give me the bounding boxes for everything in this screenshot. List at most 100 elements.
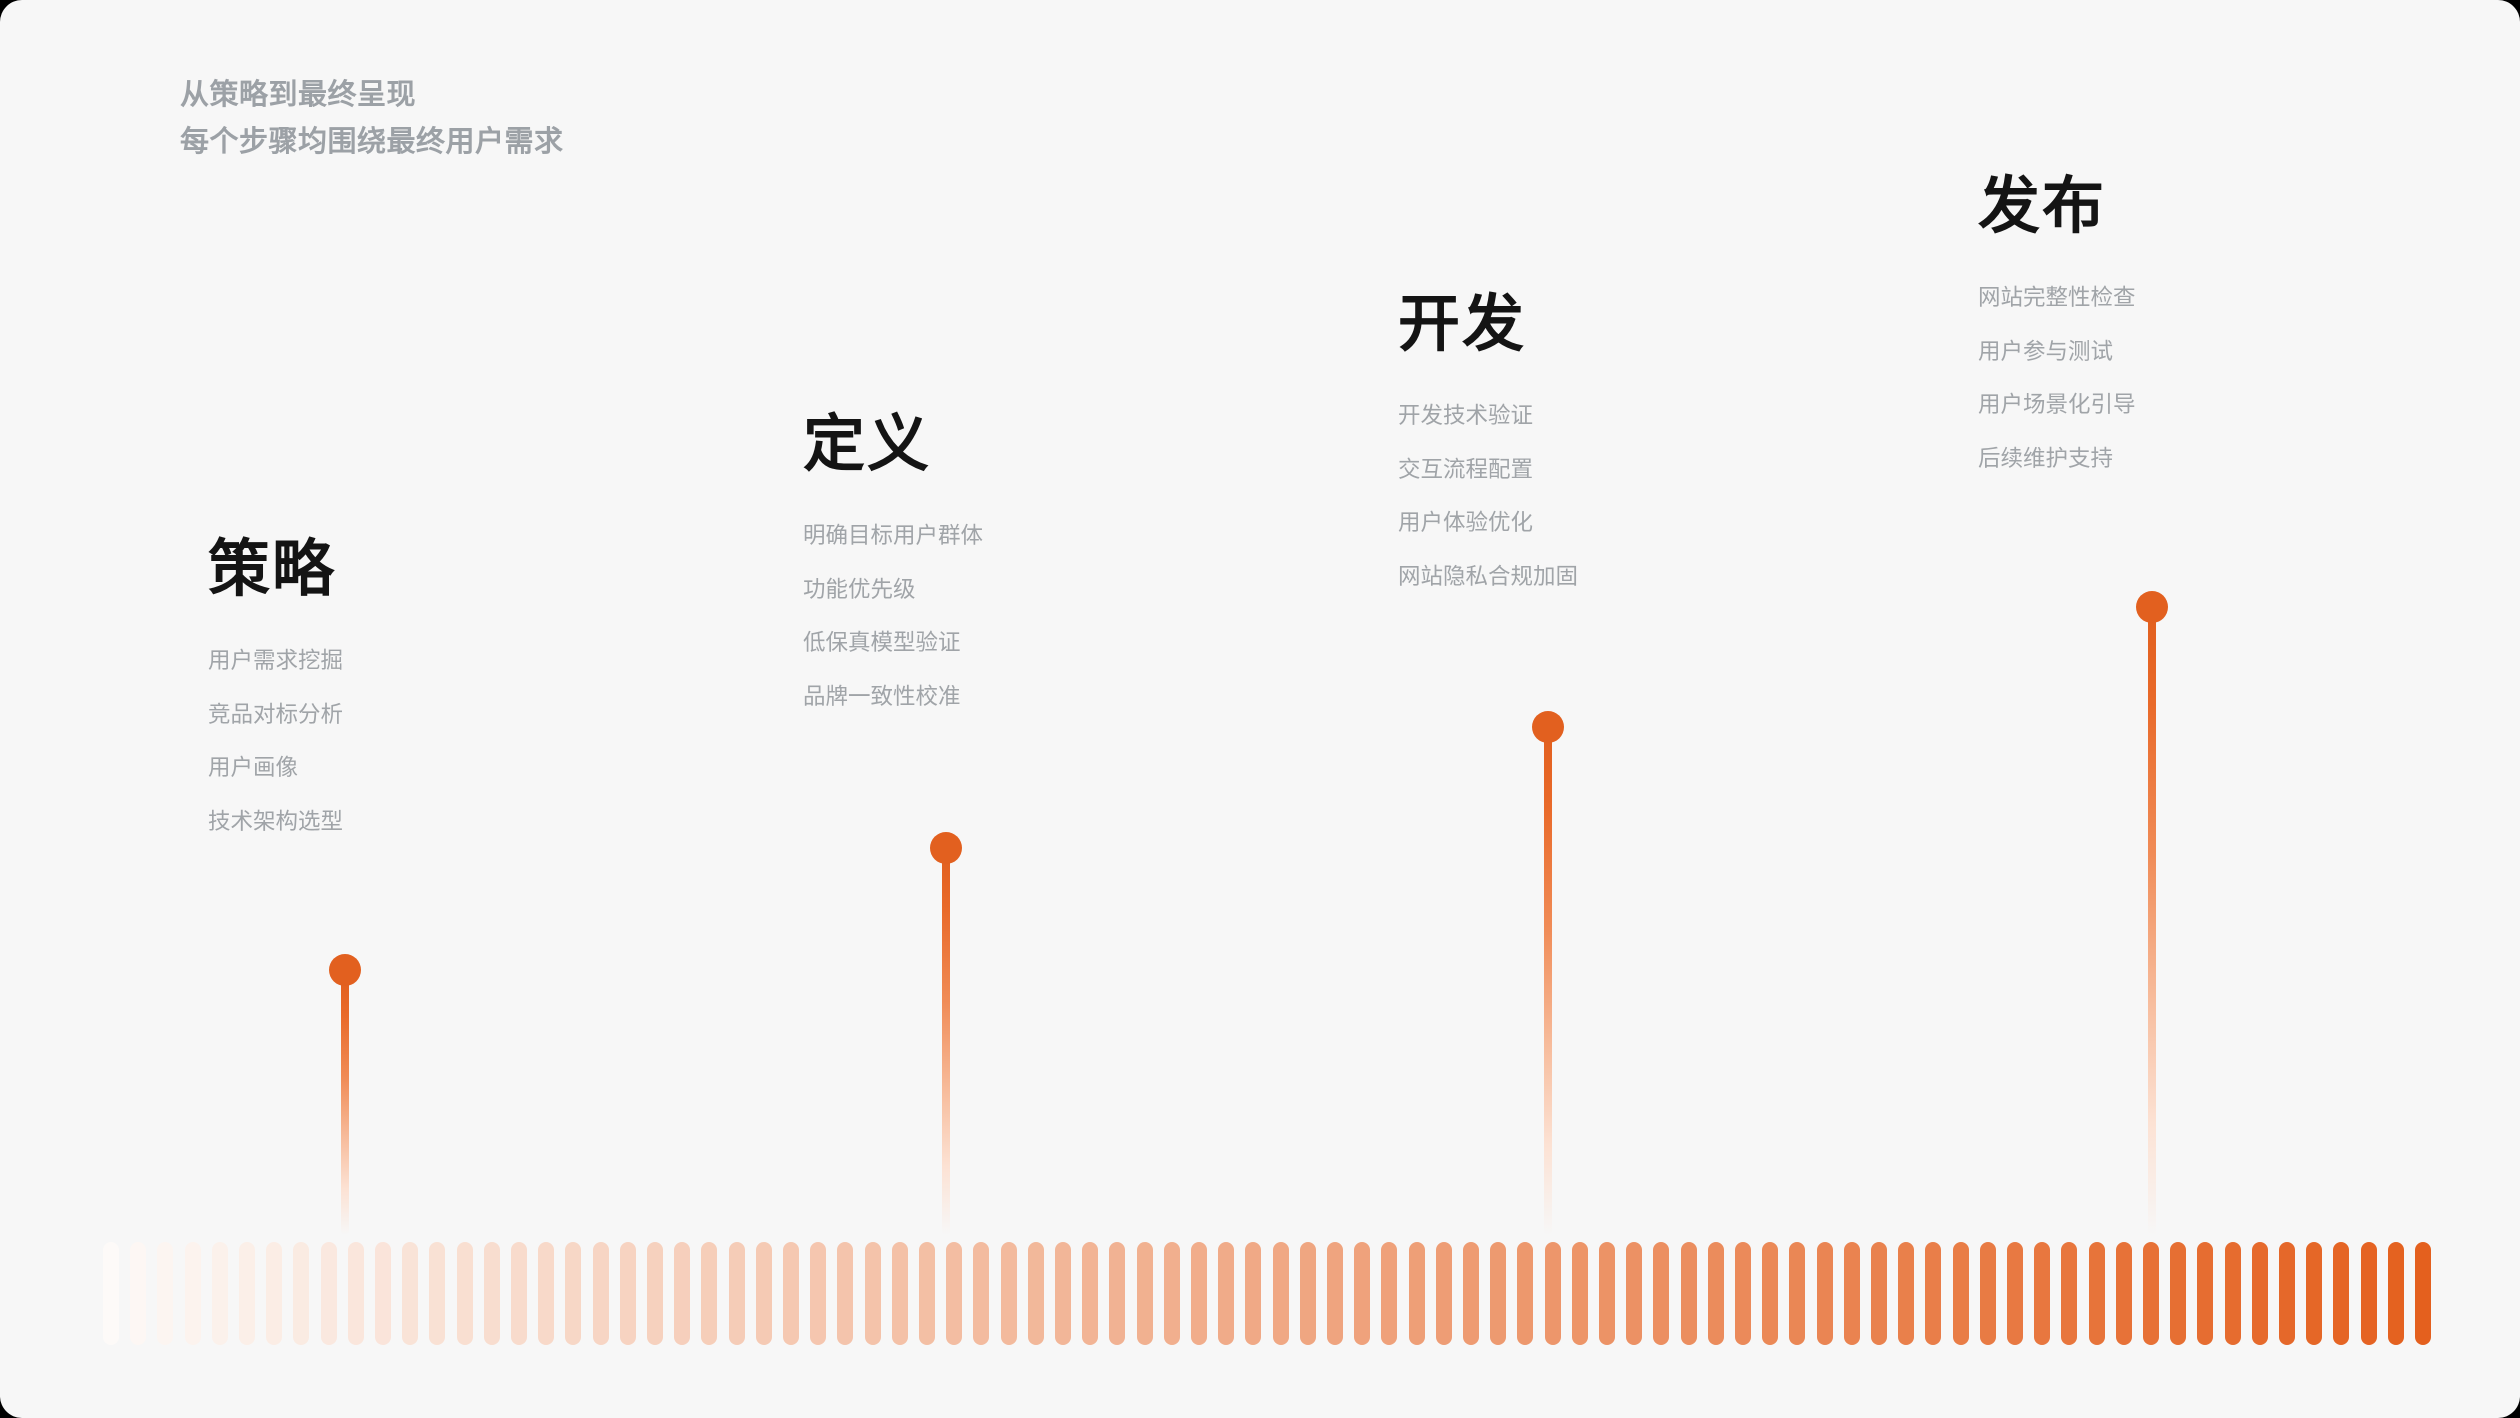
progress-bar-tick	[511, 1242, 527, 1345]
header-line-1: 从策略到最终呈现	[180, 79, 417, 111]
stage-item-list-3: 开发技术验证交互流程配置用户体验优化网站隐私合规加固	[1398, 389, 1578, 603]
progress-bar-tick	[1517, 1242, 1534, 1345]
progress-bar-tick	[1000, 1242, 1017, 1345]
progress-bar-tick	[1626, 1242, 1643, 1345]
progress-bar-tick	[1163, 1242, 1180, 1345]
stage-item: 网站完整性检查	[1978, 285, 2136, 311]
progress-bar-tick	[1272, 1242, 1289, 1345]
stage-block-1: 策略用户需求挖掘竞品对标分析用户画像技术架构选型	[208, 535, 343, 848]
progress-bar-tick	[755, 1242, 772, 1345]
progress-bar-tick	[2279, 1242, 2295, 1345]
stage-block-4: 发布网站完整性检查用户参与测试用户场景化引导后续维护支持	[1978, 172, 2136, 485]
progress-bar-tick	[1871, 1242, 1887, 1345]
progress-bar-tick	[1544, 1242, 1561, 1345]
milestone-stem	[341, 980, 349, 1235]
progress-bar-tick	[1571, 1242, 1588, 1345]
header: 从策略到最终呈现 每个步骤均围绕最终用户需求	[180, 72, 564, 166]
progress-bar-tick	[1925, 1242, 1942, 1345]
progress-bar-tick	[973, 1242, 990, 1345]
progress-bar-tick	[347, 1242, 364, 1345]
header-line-2: 每个步骤均围绕最终用户需求	[180, 125, 564, 158]
milestone-stem	[942, 858, 950, 1235]
progress-bar-tick	[783, 1242, 799, 1345]
stage-item: 功能优先级	[803, 576, 916, 602]
stage-title-4: 发布	[1978, 172, 2107, 241]
progress-bar-tick	[2061, 1242, 2078, 1345]
progress-bar-tick	[2333, 1242, 2350, 1345]
stage-item: 竞品对标分析	[208, 701, 344, 727]
stage-item-list-4: 网站完整性检查用户参与测试用户场景化引导后续维护支持	[1978, 271, 2136, 485]
progress-bar-tick	[2115, 1242, 2132, 1345]
progress-bar-tick	[946, 1242, 963, 1345]
stage-item: 用户需求挖掘	[208, 648, 344, 674]
progress-bar-tick	[1245, 1242, 1262, 1345]
stage-block-2: 定义明确目标用户群体功能优先级低保真模型验证品牌一致性校准	[803, 410, 983, 723]
progress-bar-tick	[1381, 1242, 1398, 1345]
progress-bar-tick	[837, 1242, 854, 1345]
progress-bar-tick	[211, 1242, 228, 1345]
stage-item: 品牌一致性校准	[803, 683, 961, 709]
progress-bar-tick	[2088, 1242, 2105, 1345]
stage-title-2: 定义	[803, 410, 932, 479]
progress-bar-tick	[239, 1242, 255, 1345]
progress-bar-tick	[184, 1242, 201, 1345]
progress-bar-tick	[810, 1242, 827, 1345]
progress-bar-tick	[1055, 1242, 1071, 1345]
stage-item: 网站隐私合规加固	[1398, 563, 1579, 589]
progress-bar-tick	[1490, 1242, 1507, 1345]
progress-bar-tick	[1816, 1242, 1833, 1345]
progress-bar-tick	[1599, 1242, 1615, 1345]
progress-bar-tick	[565, 1242, 582, 1345]
progress-bar-tick	[1136, 1242, 1153, 1345]
progress-bar-tick	[1979, 1242, 1996, 1345]
progress-bar-tick	[1735, 1242, 1751, 1345]
progress-bar-tick	[1843, 1242, 1860, 1345]
stage-item: 明确目标用户群体	[803, 523, 984, 549]
progress-bar-tick	[402, 1242, 419, 1345]
stage-block-3: 开发开发技术验证交互流程配置用户体验优化网站隐私合规加固	[1398, 290, 1578, 603]
progress-bar-tick	[701, 1242, 718, 1345]
progress-bar-tick	[728, 1242, 745, 1345]
progress-bar-tick	[103, 1242, 119, 1345]
stage-item: 低保真模型验证	[803, 630, 961, 656]
progress-bar-tick	[1898, 1242, 1915, 1345]
progress-bar-tick	[1653, 1242, 1670, 1345]
progress-bar-tick	[1299, 1242, 1316, 1345]
progress-bar-tick	[2360, 1242, 2377, 1345]
progress-bar-tick	[1789, 1242, 1806, 1345]
progress-bar-tick	[2007, 1242, 2023, 1345]
progress-bar-tick	[1680, 1242, 1697, 1345]
progress-bar-tick	[2034, 1242, 2051, 1345]
progress-bar-tick	[674, 1242, 691, 1345]
milestone-stem	[2148, 617, 2156, 1235]
progress-bar-tick	[456, 1242, 473, 1345]
stage-item: 用户参与测试	[1978, 338, 2114, 364]
stage-item: 用户场景化引导	[1978, 392, 2136, 418]
progress-bar-tick	[592, 1242, 609, 1345]
stage-item: 用户体验优化	[1398, 510, 1534, 536]
progress-bar-tick	[1463, 1242, 1479, 1345]
progress-bar-tick	[2415, 1242, 2431, 1345]
progress-bar-tick	[619, 1242, 636, 1345]
stage-title-1: 策略	[208, 535, 337, 604]
progress-bar-tick	[320, 1242, 337, 1345]
stage-item: 后续维护支持	[1978, 445, 2114, 471]
progress-bar-tick	[2143, 1242, 2159, 1345]
progress-bar-tick	[1354, 1242, 1371, 1345]
progress-bar-tick	[266, 1242, 283, 1345]
progress-bar-tick	[483, 1242, 500, 1345]
stage-item: 开发技术验证	[1398, 403, 1534, 429]
progress-bar-tick	[130, 1242, 147, 1345]
progress-bar-tick	[2251, 1242, 2268, 1345]
progress-bar-tick	[1027, 1242, 1044, 1345]
milestone-dot-icon	[930, 832, 962, 864]
progress-bar-tick	[538, 1242, 555, 1345]
progress-bar-tick	[1218, 1242, 1235, 1345]
progress-bar-tick	[1191, 1242, 1207, 1345]
progress-bar-strip	[103, 1242, 2431, 1345]
progress-bar-tick	[2197, 1242, 2214, 1345]
milestone-stem	[1544, 737, 1552, 1235]
milestone-dot-icon	[1532, 711, 1564, 743]
progress-bar-tick	[2170, 1242, 2187, 1345]
